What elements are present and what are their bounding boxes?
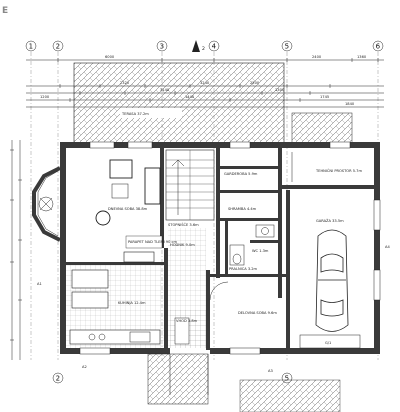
dimension-label: 1200 [40,95,50,99]
room-label-pantry: SHRAMBA 4.4m [228,207,257,211]
section-marker: 2 [192,40,205,52]
axis-marker: 5 [281,40,293,52]
study: DELOVNA SOBA 9.6m [209,281,277,315]
bottom-paving [239,379,341,412]
corner-mark: E [2,6,8,16]
entrance: VHOD 3.8m [147,310,209,405]
windows [79,141,381,355]
service-rooms: GARDEROBA 5.9m SHRAMBA 4.4m WC 1.3m PRAL… [224,172,275,271]
staircase: STOPNIŠČE 3.6m [165,149,215,227]
room-label-kitchen: KUHINJA 12.4m [118,301,146,305]
axis-label: 5 [285,43,289,51]
technical-room: TEHNIČNI PROSTOR 5.7m [290,150,370,184]
axis-marker: 4 [208,40,220,52]
room-label-wardrobe: GARDEROBA 5.9m [224,172,258,176]
dimension-label: 1360 [357,55,367,59]
axis-label: 2 [56,375,60,383]
room-label-study: DELOVNA SOBA 9.6m [238,311,277,315]
room-label-terrace: TERASA 37.2m [121,112,149,116]
room-label-entrance: VHOD 3.8m [176,319,198,323]
axis-marker: 2 [52,40,64,52]
car-icon [315,229,349,332]
room-label-technical: TEHNIČNI PROSTOR 5.7m [315,168,362,173]
room-label-stair: STOPNIŠČE 3.6m [168,222,199,227]
left-dimensions [10,140,22,360]
room-label-utility: PRALNICA 3.2m [229,267,258,271]
axis-mark-a1: A1 [37,282,42,286]
axis-label: 6 [376,43,381,51]
axis-mark-a3: A3 [268,369,273,373]
interior-walls [66,148,374,350]
axis-label: 1 [29,43,33,51]
axis-mark-a2: A2 [82,365,87,369]
axis-marker: 6 [372,40,384,52]
dimension-label: 1745 [320,95,329,99]
dimension-label: 2400 [312,55,322,59]
axis-label: 2 [56,43,60,51]
terrace: TERASA 37.2m [73,62,285,144]
living-room: DNEVNA SOBA 38.8m [38,159,161,226]
dimension-label: 1840 [345,102,355,106]
room-label-hall: HODNIK 9.0m [170,243,195,247]
dimension-label: 6000 [105,55,115,59]
axis-markers-top: 1 2 3 4 5 6 [25,40,384,52]
room-label-living: DNEVNA SOBA 38.8m [108,207,148,211]
side-paving [291,112,353,146]
axis-label: 5 [285,375,289,383]
garage-gate-label: G/1 [325,341,331,345]
axis-label: 4 [212,43,217,51]
kitchen: KUHINJA 12.4m [66,265,164,348]
axis-marker: 1 [25,40,37,52]
axis-mark-a4: A4 [385,245,390,249]
sill-note: PARAPET NAD TLEMI 90 cm [123,235,177,263]
exterior-walls [32,142,380,354]
room-label-garage: GARAŽA 33.5m [316,218,344,223]
axis-label: 3 [160,43,164,51]
axis-marker: 3 [156,40,168,52]
garage: GARAŽA 33.5m G/1 [299,218,361,349]
sill-note-text: PARAPET NAD TLEMI 90 cm [128,240,177,244]
room-label-wc: WC 1.3m [252,249,269,253]
section-marker-label: 2 [202,46,205,52]
